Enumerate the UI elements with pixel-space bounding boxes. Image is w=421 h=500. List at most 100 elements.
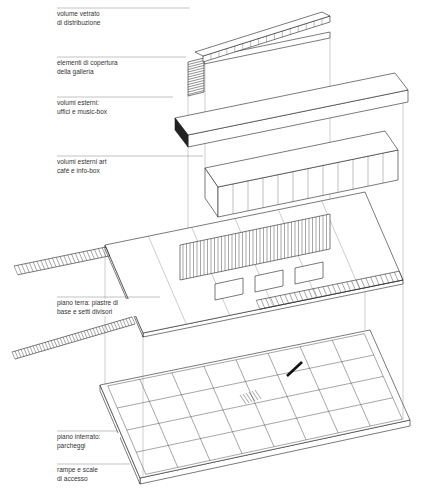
gallery-roof-stripe	[188, 83, 204, 87]
access-stair	[108, 324, 111, 331]
ground-deck	[261, 299, 265, 308]
access-stair	[255, 390, 261, 399]
dividing-wall-hatch	[207, 239, 208, 274]
dividing-wall-hatch	[298, 221, 299, 256]
access-stair	[45, 342, 48, 349]
access-stair	[81, 332, 84, 339]
projection-line	[143, 335, 144, 478]
glass-mullion	[266, 36, 267, 42]
access-walkway	[41, 260, 45, 269]
ground-deck	[356, 280, 360, 289]
access-stair	[87, 330, 90, 337]
access-stair	[249, 392, 255, 401]
glass-mullion	[210, 54, 211, 60]
basement-inner-wall	[108, 334, 403, 475]
glass-mullion	[258, 39, 259, 45]
basement-grid	[268, 353, 306, 440]
cafe-volume-roof	[205, 131, 398, 187]
dividing-wall-hatch	[186, 244, 187, 279]
glass-mullion	[290, 29, 291, 35]
part-label: rampe e scale di accesso	[56, 466, 110, 483]
dividing-wall-hatch	[193, 242, 194, 277]
access-stair	[99, 327, 102, 334]
access-stair	[36, 345, 39, 352]
dividing-wall-hatch	[249, 231, 250, 266]
dividing-wall-hatch	[312, 218, 313, 253]
access-walkway	[56, 257, 60, 266]
ground-deck	[280, 295, 284, 304]
leader-line	[57, 431, 117, 432]
dividing-wall-hatch	[274, 226, 275, 261]
glass-volume-roof	[195, 12, 330, 56]
basement-slab	[100, 330, 410, 478]
ground-deck	[290, 294, 294, 303]
ground-deck	[266, 298, 270, 307]
dividing-wall-hatch	[288, 223, 289, 258]
ground-deck	[385, 274, 389, 283]
access-stair	[72, 335, 75, 342]
ground-deck	[318, 288, 322, 297]
cafe-mullion	[248, 181, 249, 211]
ground-deck	[342, 283, 346, 292]
access-stair	[30, 347, 33, 354]
access-walkway	[26, 264, 30, 273]
cafe-mullion	[233, 184, 234, 214]
ground-deck	[394, 272, 398, 281]
basement-grid	[172, 373, 210, 461]
access-stair	[27, 348, 30, 355]
gallery-roof-stripe	[188, 86, 204, 90]
ground-deck	[323, 287, 327, 296]
access-ramp	[287, 362, 302, 376]
access-walkway	[14, 266, 18, 275]
access-stair	[33, 346, 36, 353]
dividing-wall-hatch	[309, 218, 310, 253]
access-stair	[21, 349, 24, 356]
gallery-roof-stripe	[188, 68, 204, 72]
dividing-wall-hatch	[242, 232, 243, 267]
glass-mullion	[226, 49, 227, 55]
glass-mullion	[282, 31, 283, 37]
ground-deck	[347, 282, 351, 291]
basement-grid	[236, 360, 274, 447]
dividing-wall-hatch	[232, 234, 233, 269]
access-walkway	[102, 248, 106, 257]
access-walkway	[33, 262, 37, 271]
dividing-wall-hatch	[246, 231, 247, 266]
cafe-mullion	[278, 175, 279, 205]
dividing-wall-hatch	[256, 229, 257, 264]
access-walkway	[60, 257, 64, 266]
access-walkway	[37, 261, 41, 270]
access-stair	[57, 339, 60, 346]
part-label: piano interrato: parcheggi	[56, 433, 120, 450]
ground-deck	[299, 292, 303, 301]
ground-deck	[328, 286, 332, 295]
ground-deck	[285, 295, 289, 304]
access-stair	[117, 321, 120, 328]
access-walkway	[91, 250, 95, 259]
glass-mullion	[242, 44, 243, 50]
gallery-roof-stripe	[188, 91, 204, 95]
access-stair	[126, 319, 129, 326]
access-stair	[114, 322, 117, 329]
access-walkway	[52, 258, 56, 267]
ground-deck	[361, 279, 365, 288]
ground-deck	[332, 285, 336, 294]
access-stair	[12, 352, 15, 359]
part-label: volume vetrato di distribuzione	[56, 10, 116, 27]
access-walkway	[72, 254, 76, 263]
cafe-mullion	[353, 159, 354, 189]
access-walkway	[22, 264, 26, 273]
access-stair	[78, 333, 81, 340]
glass-mullion	[274, 34, 275, 40]
dividing-wall-hatch	[221, 236, 222, 271]
glass-mullion	[322, 19, 323, 25]
gallery-roof-stripe	[188, 81, 204, 85]
dividing-wall-hatch	[284, 223, 285, 258]
cafe-mullion	[368, 156, 369, 186]
access-stair	[120, 321, 123, 328]
dividing-wall-hatch	[305, 219, 306, 254]
dividing-wall-hatch	[235, 234, 236, 269]
access-walkway	[83, 252, 87, 261]
leader-line	[57, 57, 186, 58]
leader-line	[57, 156, 203, 157]
